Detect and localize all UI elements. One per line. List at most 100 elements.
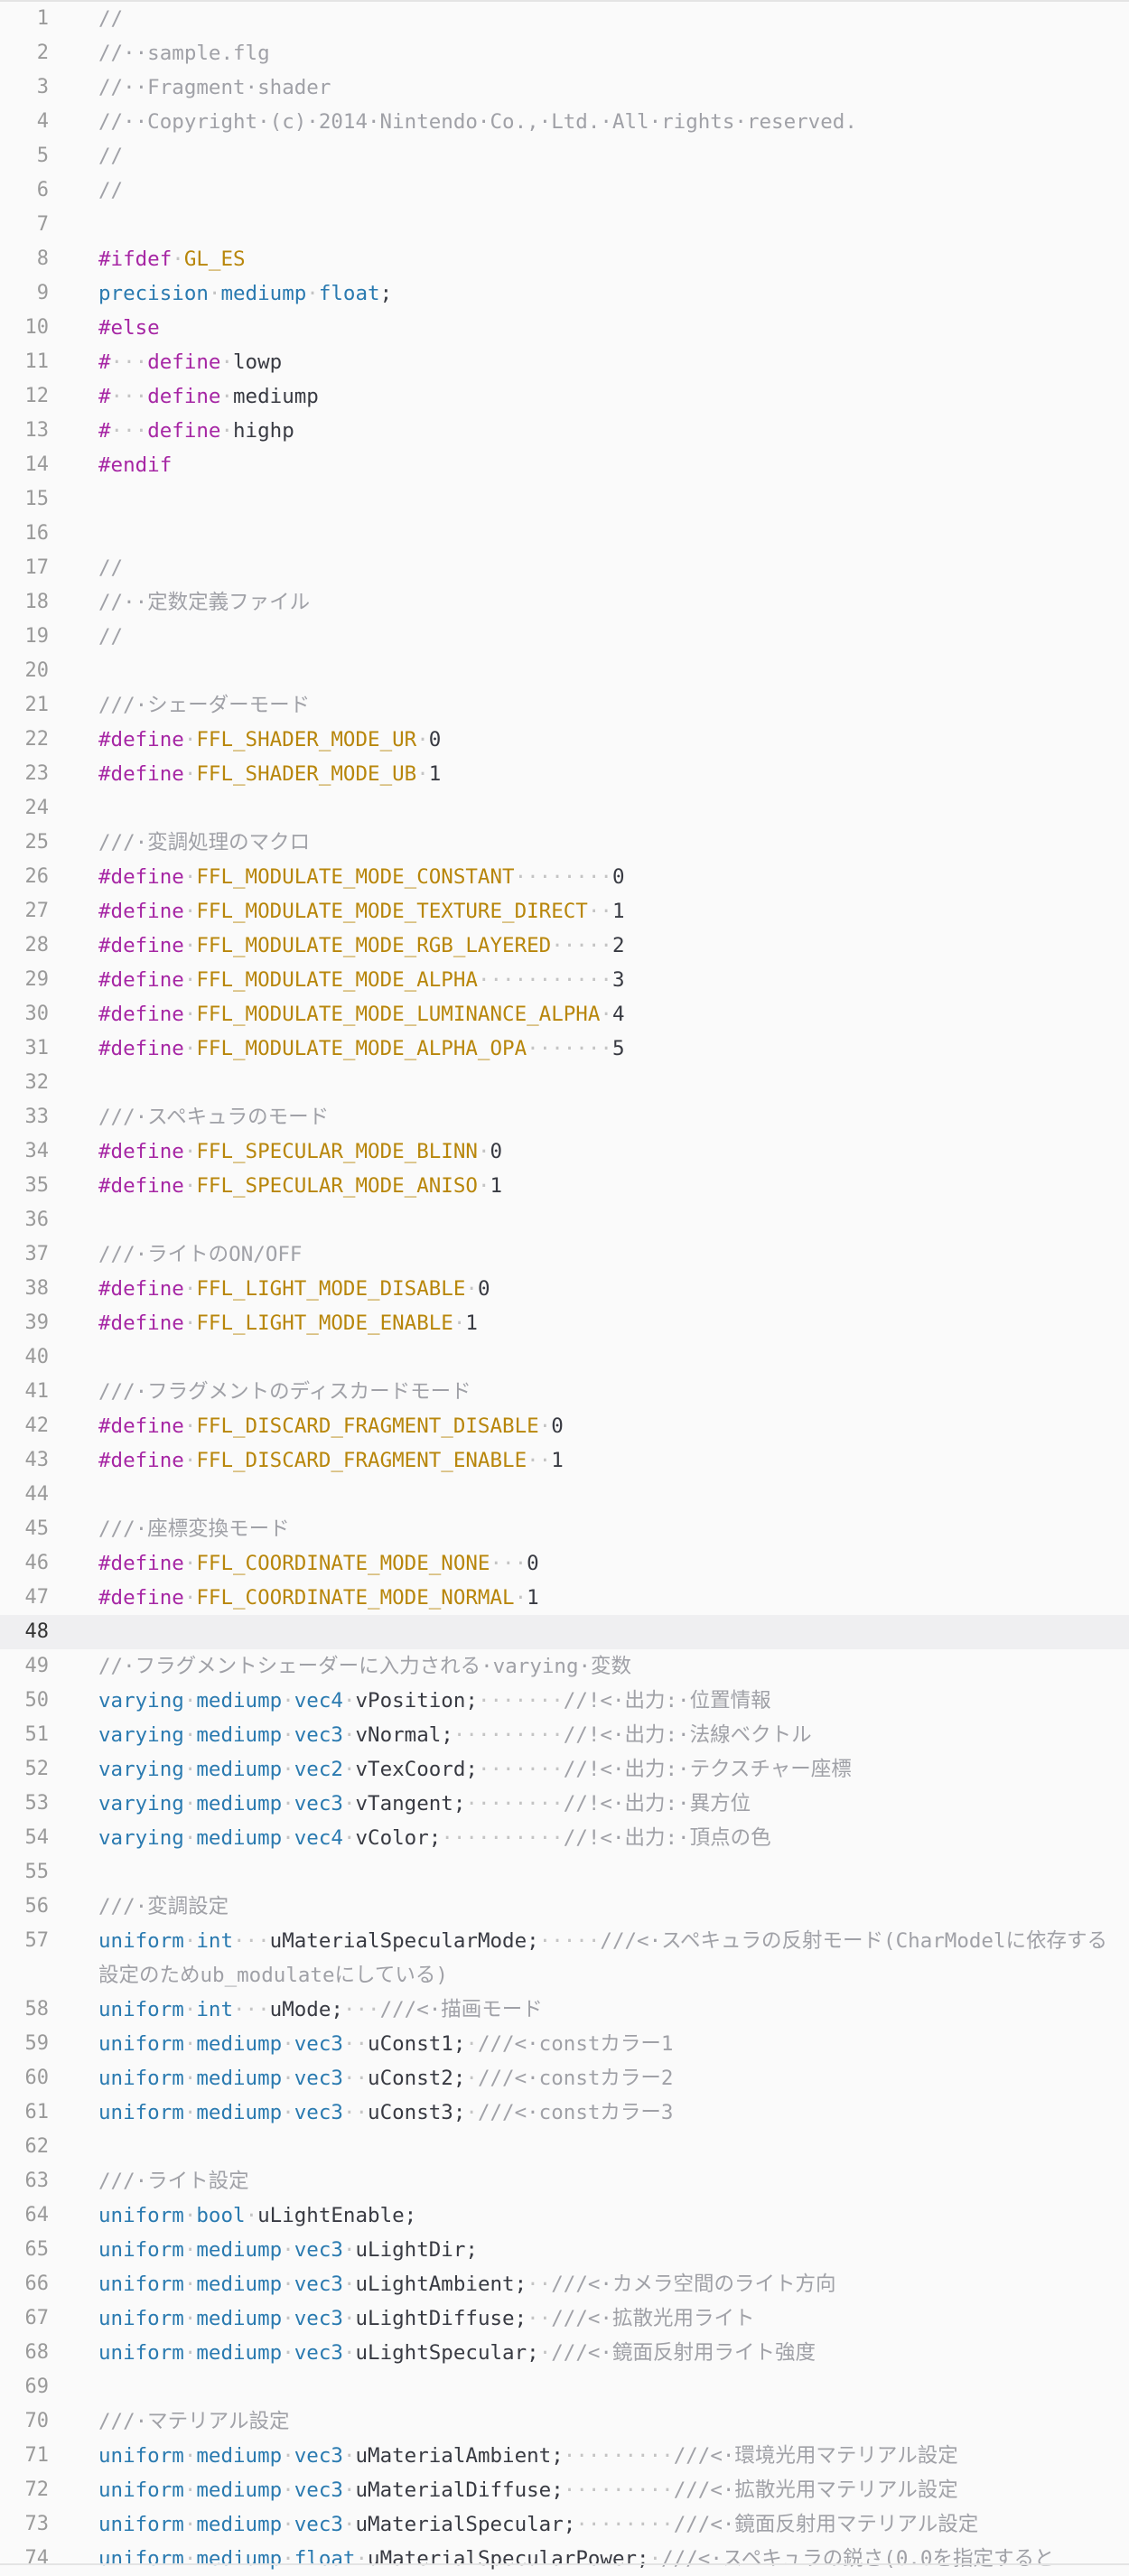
whitespace-marker: · (183, 1277, 197, 1301)
line-number: 20 (24, 659, 50, 682)
code-line[interactable]: 21///·シェーダーモード (0, 688, 1129, 723)
code-line[interactable]: 41///·フラグメントのディスカードモード (0, 1375, 1129, 1409)
line-code: //·フラグメントシェーダーに入力される·varying·変数 (98, 1649, 1111, 1684)
line-code: // (98, 2, 1111, 36)
code-line[interactable]: 70///·マテリアル設定 (0, 2404, 1129, 2439)
keyword-token: varying (98, 1826, 184, 1850)
code-line[interactable]: 45///·座標変換モード (0, 1512, 1129, 1546)
code-line[interactable]: 36 (0, 1203, 1129, 1237)
code-line[interactable]: 8#ifdef·GL_ES (0, 242, 1129, 276)
code-line[interactable]: 35#define·FFL_SPECULAR_MODE_ANISO·1 (0, 1169, 1129, 1203)
code-line[interactable]: 17// (0, 551, 1129, 585)
code-line[interactable]: 20 (0, 654, 1129, 688)
code-line[interactable]: 15 (0, 482, 1129, 517)
keyword-token: mediump (196, 2067, 283, 2090)
line-code: #ifdef·GL_ES (98, 242, 1111, 276)
line-code: uniform·mediump·vec3·uMaterialAmbient;··… (98, 2439, 1111, 2473)
code-line[interactable]: 24 (0, 791, 1129, 826)
code-line[interactable]: 16 (0, 517, 1129, 551)
code-line[interactable]: 5// (0, 139, 1129, 173)
code-line[interactable]: 49//·フラグメントシェーダーに入力される·varying·変数 (0, 1649, 1129, 1684)
code-token: vNormal; (355, 1723, 453, 1747)
line-number: 55 (24, 1861, 50, 1883)
code-line[interactable]: 6// (0, 173, 1129, 208)
code-line[interactable]: 22#define·FFL_SHADER_MODE_UR·0 (0, 723, 1129, 757)
whitespace-marker: ··· (233, 1998, 270, 2021)
code-line[interactable]: 30#define·FFL_MODULATE_MODE_LUMINANCE_AL… (0, 997, 1129, 1031)
code-line[interactable]: 10#else (0, 311, 1129, 345)
code-line[interactable]: 62 (0, 2130, 1129, 2164)
code-line[interactable]: 1// (0, 2, 1129, 36)
code-line[interactable]: 13#···define·highp (0, 414, 1129, 448)
keyword-token: vec3 (294, 2307, 343, 2330)
code-line[interactable]: 25///·変調処理のマクロ (0, 826, 1129, 860)
code-line[interactable]: 69 (0, 2370, 1129, 2404)
code-line[interactable]: 32 (0, 1066, 1129, 1100)
code-line[interactable]: 12#···define·mediump (0, 379, 1129, 414)
comment-token: ///·変調処理のマクロ (98, 831, 311, 854)
code-line[interactable]: 19// (0, 620, 1129, 654)
code-token: uConst2; (368, 2067, 466, 2090)
code-line[interactable]: 18//··定数定義ファイル (0, 585, 1129, 620)
code-line[interactable]: 63///·ライト設定 (0, 2164, 1129, 2198)
code-line[interactable]: 46#define·FFL_COORDINATE_MODE_NONE···0 (0, 1546, 1129, 1581)
code-line[interactable]: 55 (0, 1855, 1129, 1890)
code-line[interactable]: 38#define·FFL_LIGHT_MODE_DISABLE·0 (0, 1272, 1129, 1306)
code-line[interactable]: 14#endif (0, 448, 1129, 482)
code-line[interactable]: 47#define·FFL_COORDINATE_MODE_NORMAL·1 (0, 1581, 1129, 1615)
line-code: varying·mediump·vec3·vNormal;·········//… (98, 1718, 1111, 1752)
keyword-token: varying (98, 1689, 184, 1713)
code-line[interactable]: 4//··Copyright·(c)·2014·Nintendo·Co.,·Lt… (0, 105, 1129, 139)
whitespace-marker: ········ (465, 1792, 564, 1815)
macro-token: FFL_COORDINATE_MODE_NONE (196, 1552, 490, 1575)
code-line[interactable]: 29#define·FFL_MODULATE_MODE_ALPHA·······… (0, 963, 1129, 997)
code-line[interactable]: 37///·ライトのON/OFF (0, 1237, 1129, 1272)
preprocessor-token: #define (98, 1449, 184, 1472)
code-line-active[interactable]: 48 (0, 1615, 1129, 1649)
keyword-token: int (196, 1929, 234, 1953)
code-line[interactable]: 23#define·FFL_SHADER_MODE_UB·1 (0, 757, 1129, 791)
code-line[interactable]: 2//··sample.flg (0, 36, 1129, 70)
code-line[interactable]: 42#define·FFL_DISCARD_FRAGMENT_DISABLE·0 (0, 1409, 1129, 1443)
code-line[interactable]: 34#define·FFL_SPECULAR_MODE_BLINN·0 (0, 1134, 1129, 1169)
code-line[interactable]: 39#define·FFL_LIGHT_MODE_ENABLE·1 (0, 1306, 1129, 1340)
code-line[interactable]: 31#define·FFL_MODULATE_MODE_ALPHA_OPA···… (0, 1031, 1129, 1066)
keyword-token: varying (98, 1723, 184, 1747)
line-code: //··Fragment·shader (98, 70, 1111, 105)
code-token: 0 (477, 1277, 490, 1301)
code-line[interactable]: 3//··Fragment·shader (0, 70, 1129, 105)
code-line[interactable]: 44 (0, 1478, 1129, 1512)
code-line[interactable]: 43#define·FFL_DISCARD_FRAGMENT_ENABLE··1 (0, 1443, 1129, 1478)
code-line[interactable]: 27#define·FFL_MODULATE_MODE_TEXTURE_DIRE… (0, 894, 1129, 929)
code-line[interactable]: 40 (0, 1340, 1129, 1375)
code-line[interactable]: 28#define·FFL_MODULATE_MODE_RGB_LAYERED·… (0, 929, 1129, 963)
keyword-token: mediump (196, 1758, 283, 1781)
code-line[interactable]: 7 (0, 208, 1129, 242)
code-line[interactable]: 56///·変調設定 (0, 1890, 1129, 1924)
line-code: ///·変調設定 (98, 1890, 1111, 1924)
code-line[interactable]: 26#define·FFL_MODULATE_MODE_CONSTANT····… (0, 860, 1129, 894)
code-line[interactable]: 11#···define·lowp (0, 345, 1129, 379)
code-line[interactable]: 33///·スペキュラのモード (0, 1100, 1129, 1134)
